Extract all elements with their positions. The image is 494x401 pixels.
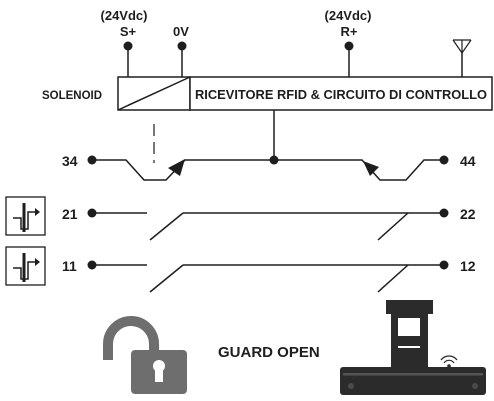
output-arrow-right [363, 161, 379, 176]
antenna-icon [452, 39, 472, 55]
r-plus-terminal [344, 41, 354, 51]
s-plus-terminal [123, 41, 133, 51]
s-plus-voltage: (24Vdc) [101, 8, 148, 23]
terminal-22-label: 22 [460, 206, 476, 222]
contact-symbol-icon [5, 196, 46, 236]
controller-box [189, 76, 493, 111]
terminal-12-label: 12 [460, 258, 476, 274]
terminal-21 [87, 208, 97, 218]
terminal-34-label: 34 [62, 153, 78, 169]
output-arrow-left [168, 159, 185, 176]
guard-status-label: GUARD OPEN [218, 344, 320, 361]
zero-v-terminal [177, 41, 187, 51]
terminal-44 [439, 155, 449, 165]
terminal-12 [439, 260, 449, 270]
terminal-22 [439, 208, 449, 218]
output-contact-34-44 [92, 159, 444, 181]
terminal-11-label: 11 [62, 258, 77, 274]
r-plus-label: R+ [341, 24, 358, 39]
terminal-34 [87, 155, 97, 165]
r-plus-voltage: (24Vdc) [325, 8, 372, 23]
safety-switch-device-icon [340, 300, 486, 395]
zero-v-label: 0V [173, 24, 189, 39]
s-plus-label: S+ [120, 24, 137, 39]
terminal-21-label: 21 [62, 206, 78, 222]
contact-11-12 [92, 264, 444, 293]
supply-wires [127, 46, 463, 78]
terminal-44-label: 44 [460, 153, 476, 169]
contact-21-22 [92, 212, 444, 241]
terminal-11 [87, 260, 97, 270]
solenoid-coil-diagonal [117, 76, 191, 111]
controller-label: RICEVITORE RFID & CIRCUITO DI CONTROLLO [195, 88, 487, 102]
rfid-wireless-icon [440, 355, 458, 368]
output-junction [269, 155, 279, 165]
unlocked-padlock-icon [103, 316, 187, 394]
contact-symbol-icon [5, 246, 46, 286]
solenoid-label: SOLENOID [42, 90, 102, 102]
